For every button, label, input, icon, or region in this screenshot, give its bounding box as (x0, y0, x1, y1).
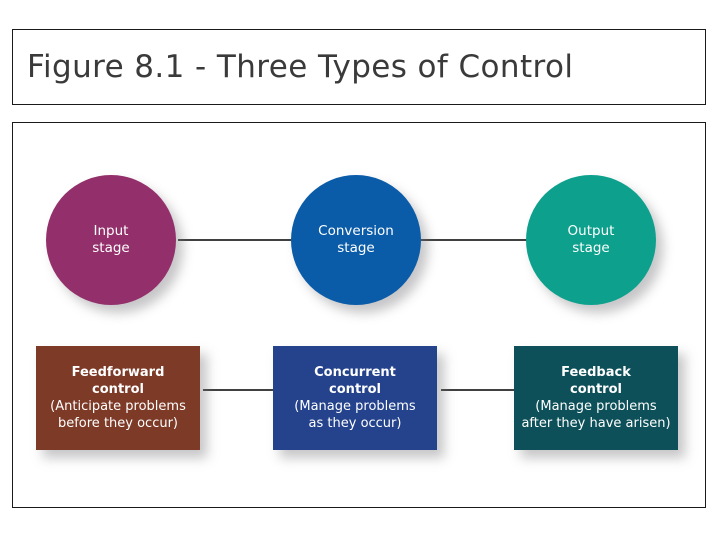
stage-node-conversion-line1: Conversion (318, 222, 394, 239)
stage-node-conversion[interactable]: Conversion stage (291, 175, 421, 305)
control-node-feedback-title-line2: control (570, 381, 622, 397)
diagram-canvas: Input stage Conversion stage Output stag… (13, 123, 707, 509)
control-node-feedforward-title-line2: control (92, 381, 144, 397)
control-node-feedback-label: Feedback control (Manage problems after … (519, 364, 672, 433)
control-node-feedback-sub-line2: after they have arisen) (521, 416, 671, 432)
stage-node-output[interactable]: Output stage (526, 175, 656, 305)
stage-node-output-label: Output stage (560, 223, 623, 258)
stage-node-input-line2: stage (92, 240, 130, 256)
control-node-feedforward-sub-line2: before they occur) (57, 416, 179, 432)
control-node-concurrent[interactable]: Concurrent control (Manage problems as t… (273, 346, 437, 450)
control-node-feedback[interactable]: Feedback control (Manage problems after … (514, 346, 678, 450)
stage-node-input[interactable]: Input stage (46, 175, 176, 305)
stage-node-output-line1: Output (567, 222, 615, 239)
control-node-concurrent-label: Concurrent control (Manage problems as t… (292, 364, 417, 433)
stage-node-output-line2: stage (572, 240, 610, 256)
stage-node-conversion-line2: stage (337, 240, 375, 256)
stage-node-conversion-label: Conversion stage (310, 223, 402, 258)
stage-node-input-label: Input stage (84, 223, 137, 258)
control-node-concurrent-sub-line2: as they occur) (308, 416, 402, 432)
control-node-feedforward-label: Feedforward control (Anticipate problems… (48, 364, 188, 433)
stage-node-input-line1: Input (93, 222, 129, 239)
control-node-feedforward-title-line1: Feedforward (71, 364, 165, 380)
control-node-concurrent-sub-line1: (Manage problems (294, 399, 416, 414)
control-node-concurrent-title-line1: Concurrent (314, 364, 396, 380)
page-title: Figure 8.1 - Three Types of Control (27, 49, 574, 85)
control-node-feedforward-sub-line1: (Anticipate problems (50, 399, 186, 414)
control-node-concurrent-title-line2: control (329, 381, 381, 397)
diagram-panel: Input stage Conversion stage Output stag… (12, 122, 706, 508)
control-node-feedback-sub-line1: (Manage problems (535, 399, 657, 414)
control-node-feedforward[interactable]: Feedforward control (Anticipate problems… (36, 346, 200, 450)
title-panel: Figure 8.1 - Three Types of Control (12, 29, 706, 105)
control-node-feedback-title-line1: Feedback (561, 364, 631, 380)
